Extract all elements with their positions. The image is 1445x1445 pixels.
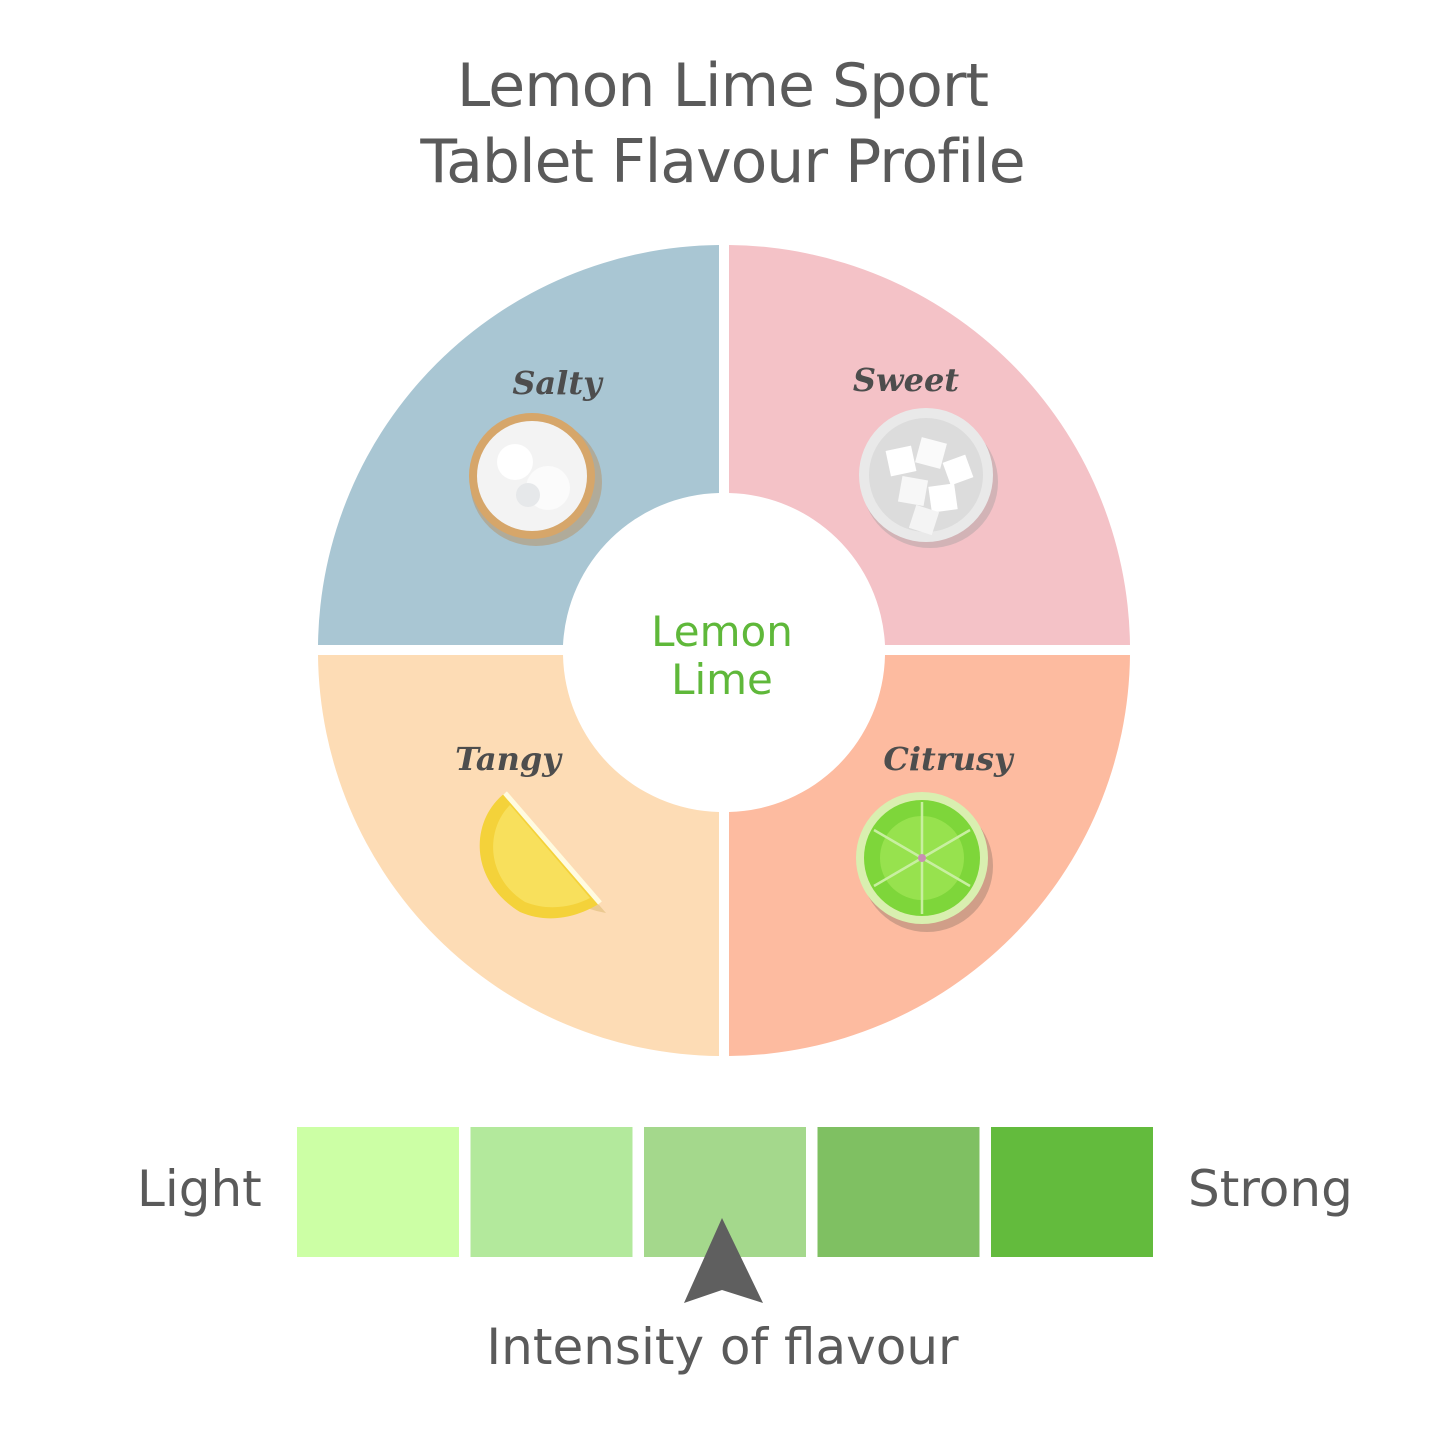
scale-high-label: Strong	[1188, 1160, 1353, 1218]
quadrant-label-salty: Salty	[512, 364, 602, 402]
sugar-cubes-icon	[859, 408, 998, 548]
salt-bowl-icon	[469, 413, 602, 546]
title-line-2: Tablet Flavour Profile	[420, 127, 1025, 197]
center-flavour-label: Lemon Lime	[562, 608, 882, 704]
intensity-marker-icon	[684, 1218, 763, 1303]
lime-slice-icon	[856, 792, 993, 932]
page-title: Lemon Lime Sport Tablet Flavour Profile	[0, 48, 1445, 200]
intensity-scale	[297, 1127, 1153, 1257]
center-label-line-1: Lemon	[651, 607, 793, 656]
quadrant-label-citrusy: Citrusy	[883, 740, 1013, 778]
title-line-1: Lemon Lime Sport	[456, 51, 989, 121]
quadrant-label-tangy: Tangy	[455, 740, 561, 778]
center-label-line-2: Lime	[671, 655, 773, 704]
intensity-level-4	[817, 1127, 980, 1257]
intensity-level-1	[297, 1127, 459, 1257]
intensity-level-5	[991, 1127, 1153, 1257]
scale-low-label: Light	[137, 1160, 262, 1218]
intensity-level-2	[470, 1127, 633, 1257]
quadrant-label-sweet: Sweet	[852, 361, 960, 399]
scale-caption: Intensity of flavour	[486, 1318, 959, 1376]
lemon-wedge-icon	[479, 791, 606, 919]
